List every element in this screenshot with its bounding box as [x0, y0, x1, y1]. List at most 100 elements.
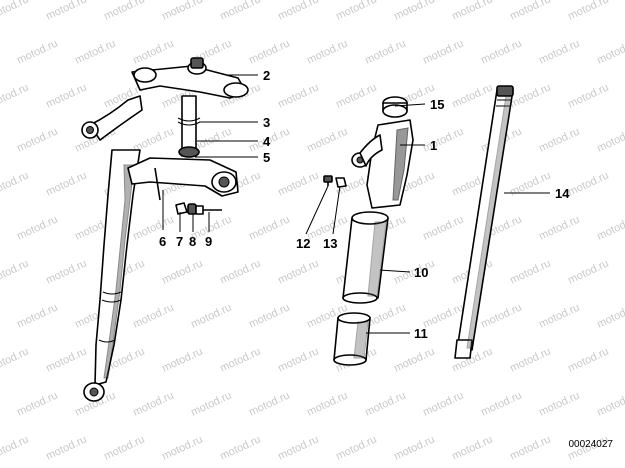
- watermark-text: motod.ru: [421, 125, 465, 154]
- fork-cover-assembly: [323, 96, 414, 366]
- callout-3: 3: [263, 115, 270, 130]
- watermark-text: motod.ru: [276, 345, 320, 374]
- watermark-text: motod.ru: [566, 0, 610, 23]
- callout-10: 10: [414, 265, 428, 280]
- diagram-id-label: 00024027: [568, 439, 614, 450]
- watermark-text: motod.ru: [566, 345, 610, 374]
- watermark-text: motod.ru: [450, 433, 494, 462]
- watermark-text: motod.ru: [218, 257, 262, 286]
- inner-fork-tube: [454, 85, 514, 359]
- watermark-text: motod.ru: [131, 37, 175, 66]
- callout-13: 13: [323, 236, 337, 251]
- watermark-text: motod.ru: [247, 301, 291, 330]
- watermark-text: motod.ru: [334, 0, 378, 23]
- watermark-text: motod.ru: [566, 257, 610, 286]
- watermark-text: motod.ru: [421, 301, 465, 330]
- watermark-text: motod.ru: [537, 37, 581, 66]
- watermark-text: motod.ru: [334, 433, 378, 462]
- watermark-text: motod.ru: [508, 81, 552, 110]
- watermark-text: motod.ru: [247, 213, 291, 242]
- callout-9: 9: [205, 234, 212, 249]
- watermark-text: motod.ru: [566, 81, 610, 110]
- watermark-text: motod.ru: [508, 0, 552, 23]
- watermark-text: motod.ru: [44, 345, 88, 374]
- watermark-text: motod.ru: [0, 169, 31, 198]
- watermark-text: motod.ru: [218, 0, 262, 23]
- callout-6: 6: [159, 234, 166, 249]
- watermark-text: motod.ru: [450, 0, 494, 23]
- callout-12: 12: [296, 236, 310, 251]
- callout-1: 1: [430, 138, 437, 153]
- watermark-text: motod.ru: [363, 37, 407, 66]
- watermark-text: motod.ru: [160, 0, 204, 23]
- watermark-text: motod.ru: [131, 301, 175, 330]
- watermark-text: motod.ru: [247, 37, 291, 66]
- watermark-text: motod.ru: [566, 169, 610, 198]
- watermark-text: motod.ru: [305, 37, 349, 66]
- watermark-text: motod.ru: [15, 213, 59, 242]
- watermark-text: motod.ru: [508, 257, 552, 286]
- callout-labels: 2 3 4 5 6 7 8 9 15 1 12 13 10 11 14: [159, 68, 570, 341]
- callout-2: 2: [263, 68, 270, 83]
- watermark-text: motod.ru: [73, 37, 117, 66]
- watermark-text: motod.ru: [189, 301, 233, 330]
- watermark-text: motod.ru: [276, 257, 320, 286]
- watermark-text: motod.ru: [334, 81, 378, 110]
- watermark-text: motod.ru: [421, 213, 465, 242]
- leader-lines: [162, 74, 550, 334]
- watermark-text: motod.ru: [160, 433, 204, 462]
- callout-11: 11: [414, 326, 428, 341]
- watermark-text: motod.ru: [595, 37, 625, 66]
- watermark-text: motod.ru: [595, 389, 625, 418]
- watermark-text: motod.ru: [0, 433, 31, 462]
- watermark-text: motod.ru: [537, 389, 581, 418]
- watermark-text: motod.ru: [479, 37, 523, 66]
- callout-15: 15: [430, 97, 444, 112]
- callout-4: 4: [263, 134, 271, 149]
- watermark-text: motod.ru: [595, 125, 625, 154]
- watermark-text: motod.ru: [595, 301, 625, 330]
- watermark-text: motod.ru: [276, 433, 320, 462]
- watermark-text: motod.ru: [276, 81, 320, 110]
- watermark-text: motod.ru: [131, 213, 175, 242]
- watermark-text: motod.ru: [537, 213, 581, 242]
- watermark-text: motod.ru: [508, 169, 552, 198]
- watermark-text: motod.ru: [218, 345, 262, 374]
- watermark-text: motod.ru: [363, 389, 407, 418]
- watermark-text: motod.ru: [276, 169, 320, 198]
- watermark-text: motod.ru: [0, 345, 31, 374]
- watermark-text: motod.ru: [421, 389, 465, 418]
- watermark-text: motod.ru: [102, 0, 146, 23]
- watermark-text: motod.ru: [508, 433, 552, 462]
- watermark-text: motod.ru: [0, 81, 31, 110]
- watermark-text: motod.ru: [218, 433, 262, 462]
- watermark-text: motod.ru: [537, 125, 581, 154]
- watermark-text: motod.ru: [392, 433, 436, 462]
- watermark-text: motod.ru: [131, 389, 175, 418]
- watermark-text: motod.ru: [15, 37, 59, 66]
- watermark-text: motod.ru: [44, 433, 88, 462]
- watermark-text: motod.ru: [305, 389, 349, 418]
- callout-7: 7: [176, 234, 183, 249]
- watermark-text: motod.ru: [392, 345, 436, 374]
- watermark-text: motod.ru: [479, 301, 523, 330]
- watermark-text: motod.ru: [44, 169, 88, 198]
- watermark-text: motod.ru: [595, 213, 625, 242]
- fork-leg-assembly: [81, 57, 249, 402]
- watermark-text: motod.ru: [15, 301, 59, 330]
- callout-8: 8: [189, 234, 196, 249]
- watermark-text: motod.ru: [421, 37, 465, 66]
- watermark-text: motod.ru: [305, 125, 349, 154]
- watermark-text: motod.ru: [44, 257, 88, 286]
- watermark-text: motod.ru: [160, 257, 204, 286]
- watermark-text: motod.ru: [479, 389, 523, 418]
- watermark-text: motod.ru: [15, 125, 59, 154]
- watermark-text: motod.ru: [15, 389, 59, 418]
- watermark-text: motod.ru: [450, 81, 494, 110]
- watermark-text: motod.ru: [247, 389, 291, 418]
- watermark-text: motod.ru: [44, 81, 88, 110]
- watermark-text: motod.ru: [189, 389, 233, 418]
- watermark-text: motod.ru: [0, 0, 31, 23]
